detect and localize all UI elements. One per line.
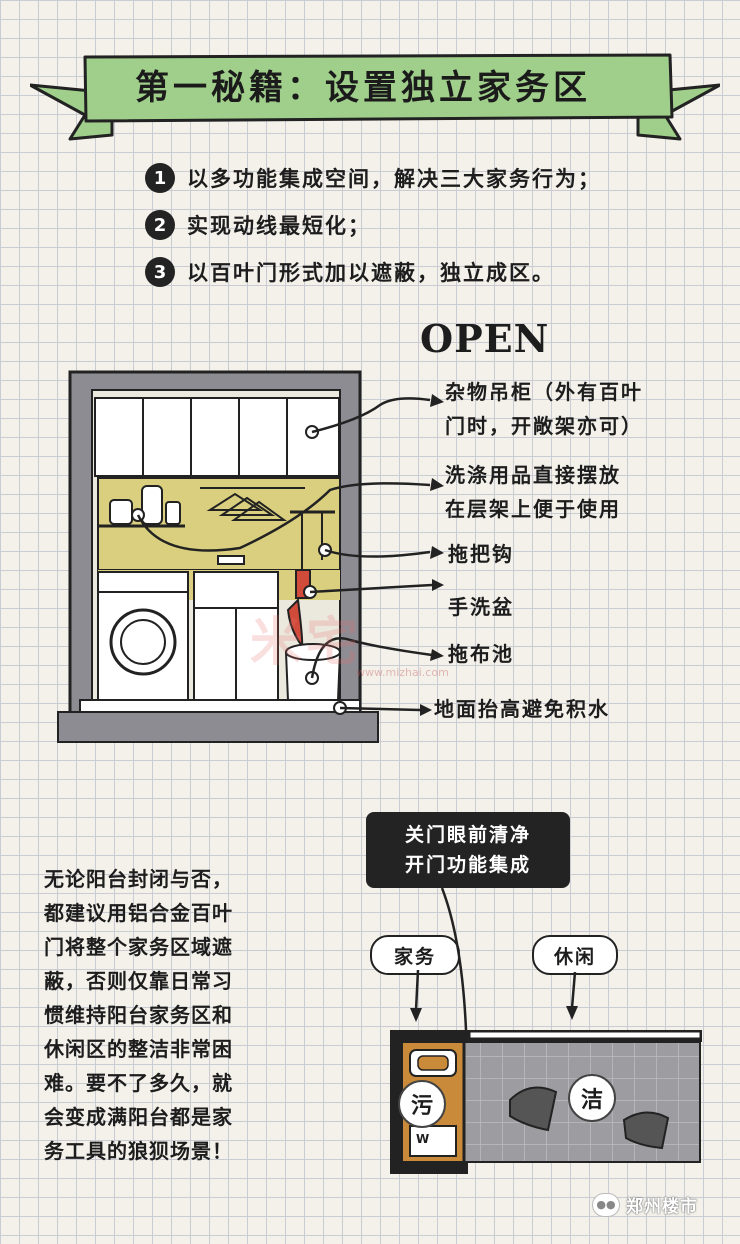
annotation-line: 在层架上便于使用 [445,497,621,521]
banner-title: 第一秘籍：设置独立家务区 [135,67,591,108]
laundry-area-illustration [57,370,379,743]
footer-source: ●● 郑州楼市 [592,1192,698,1217]
dirty-zone-mark: 污 [398,1080,446,1128]
wechat-icon: ●● [592,1192,620,1217]
list-item-text: 以百叶门形式加以遮蔽，独立成区。 [187,261,555,285]
note-line: 门将整个家务区域遮 [44,935,233,959]
bubble-line: 关门眼前清净 [404,824,531,846]
note-line: 蔽，否则仅靠日常习 [44,969,233,993]
annotation-basin: 手洗盆 [448,595,514,619]
watermark-url: www.mizhai.com [356,666,449,679]
list-item: 2 实现动线最短化； [145,205,371,245]
hanger-icon [206,492,288,521]
upper-cabinet [94,397,340,477]
number-badge: 1 [145,163,175,193]
source-name: 郑州楼市 [626,1197,698,1217]
note-line: 休闲区的整洁非常困 [44,1037,233,1061]
balcony-floor-plan [390,887,702,1174]
clean-zone-mark: 洁 [568,1074,616,1122]
list-item: 1 以多功能集成空间，解决三大家务行为； [145,158,601,198]
number-badge: 3 [145,257,175,287]
annotation-shelf: 洗涤用品直接摆放 在层架上便于使用 [445,458,621,526]
list-item-text: 以多功能集成空间，解决三大家务行为； [187,167,601,191]
advice-note: 无论阳台封闭与否， 都建议用铝合金百叶 门将整个家务区域遮 蔽，否则仅靠日常习 … [44,862,334,1168]
list-item: 3 以百叶门形式加以遮蔽，独立成区。 [145,252,555,292]
annotation-floor: 地面抬高避免积水 [434,697,610,721]
zone-chores-label: 家务 [370,935,460,975]
note-line: 都建议用铝合金百叶 [44,901,233,925]
watermark: 米宅 [250,613,363,673]
bubble-line: 开门功能集成 [404,854,531,876]
annotation-hook: 拖把钩 [448,542,514,566]
speech-bubble: 关门眼前清净 开门功能集成 [366,812,570,888]
title-banner [30,53,720,141]
washer-mark: W [416,1132,430,1146]
faucet-icon [217,555,245,565]
note-line: 难。要不了多久，就 [44,1071,233,1095]
note-line: 无论阳台封闭与否， [44,867,233,891]
note-line: 会变成满阳台都是家 [44,1105,233,1129]
annotation-line: 门时，开敞架亦可） [445,414,643,438]
detergent-bottle [141,485,163,525]
note-line: 务工具的狼狈场景！ [44,1139,233,1163]
callout-arrows [136,394,444,716]
pegboard [97,477,341,571]
list-item-text: 实现动线最短化； [187,214,371,238]
number-badge: 2 [145,210,175,240]
annotation-cabinet: 杂物吊柜（外有百叶 门时，开敞架亦可） [445,375,643,443]
annotation-line: 杂物吊柜（外有百叶 [445,380,643,404]
open-label: OPEN [420,316,550,361]
annotation-mop-pool: 拖布池 [448,642,514,666]
annotation-line: 洗涤用品直接摆放 [445,463,621,487]
note-line: 惯维持阳台家务区和 [44,1003,233,1027]
